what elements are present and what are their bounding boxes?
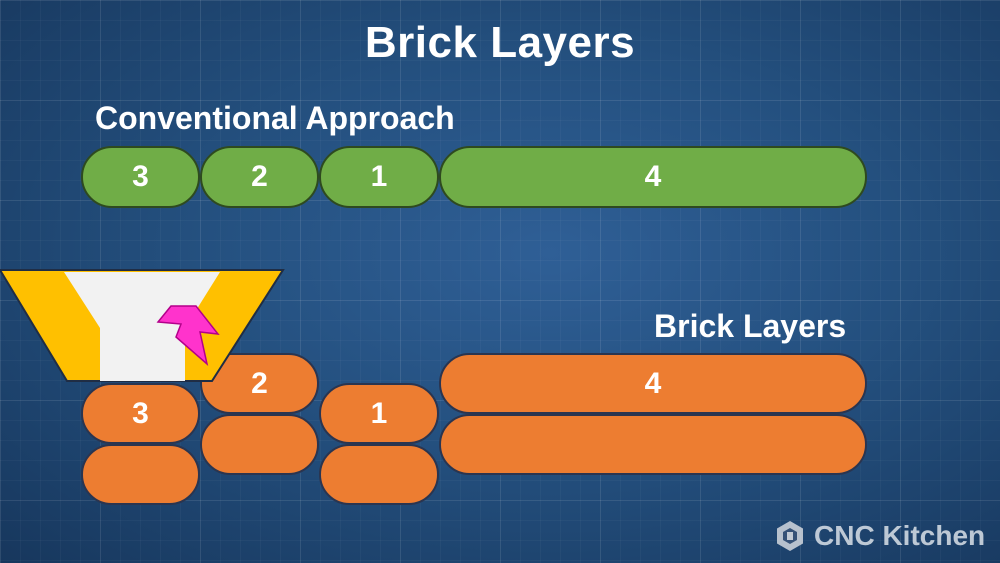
lightning-spark-icon bbox=[156, 305, 220, 367]
brick-layers-label: Brick Layers bbox=[654, 308, 847, 344]
conventional-approach-label: Conventional Approach bbox=[95, 100, 455, 136]
brick-bead-4-bottom bbox=[439, 414, 867, 475]
brick-bead-3-top: 3 bbox=[81, 383, 200, 444]
brick-bead-3-bottom bbox=[81, 444, 200, 505]
brand-watermark: CNC Kitchen bbox=[774, 520, 985, 552]
brick-bead-2-bottom bbox=[200, 414, 319, 475]
conventional-bead-4: 4 bbox=[439, 146, 867, 208]
conventional-bead-3: 3 bbox=[81, 146, 200, 208]
brick-bead-1-top: 1 bbox=[319, 383, 439, 444]
conventional-bead-1: 1 bbox=[319, 146, 439, 208]
cnc-kitchen-logo-icon bbox=[777, 521, 803, 551]
brick-bead-1-bottom bbox=[319, 444, 439, 505]
brick-bead-4-top: 4 bbox=[439, 353, 867, 414]
nozzle-icon bbox=[0, 269, 285, 382]
conventional-bead-2: 2 bbox=[200, 146, 319, 208]
slide-title: Brick Layers bbox=[364, 18, 636, 67]
brand-text: CNC Kitchen bbox=[814, 520, 986, 551]
